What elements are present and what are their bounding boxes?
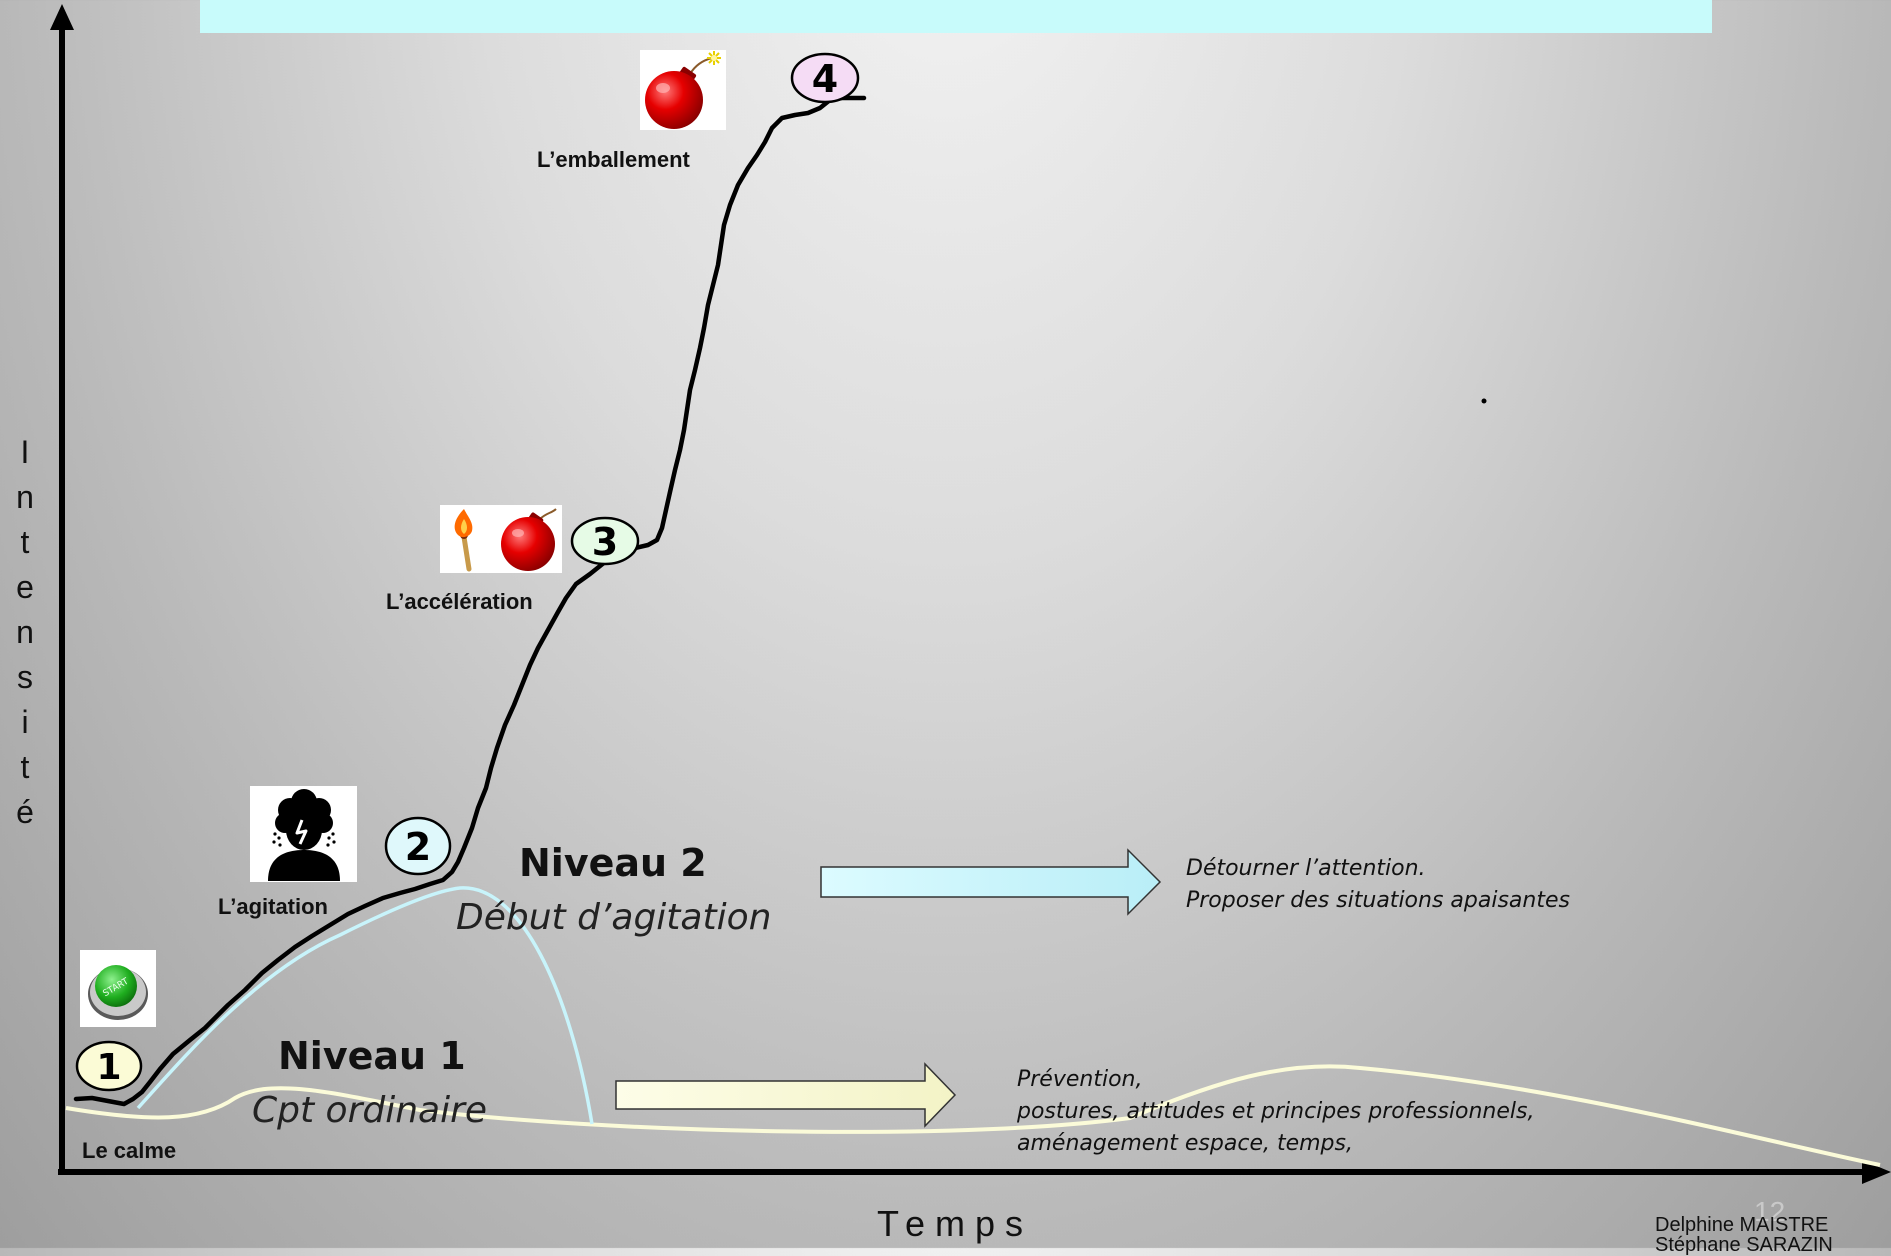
y-axis-label-letter: t [20,749,30,785]
escalation-curve [73,95,867,1107]
stage-4-circle [790,52,860,104]
stressed-person-icon [250,786,357,882]
level-1-subtitle: Cpt ordinaire [252,1090,488,1131]
level-1-title: Niveau 1 [278,1034,466,1078]
level-2-title: Niveau 2 [519,841,707,885]
y-axis-label-letter: é [16,794,34,830]
level-2-subtitle: Début d’agitation [456,897,772,938]
stage-1-number: 1 [96,1047,121,1088]
y-axis-label-letter: t [20,524,30,560]
y-axis-label-letter: e [16,569,34,605]
title-banner [200,0,1712,33]
level-2-arrow [820,848,1162,916]
stage-3-circle [570,516,640,566]
stage-3-number: 3 [592,520,618,564]
stage-2-circle [384,816,452,876]
level-2-notes: Détourner l’attention. Proposer des situ… [1186,853,1570,917]
x-axis-label: Temps [877,1203,1034,1244]
level-1-notes: Prévention, postures, attitudes et princ… [1017,1064,1534,1160]
stage-1-label: Le calme [82,1138,177,1163]
level-1-curve [65,1064,1881,1167]
level-1-note-line: aménagement espace, temps, [1017,1131,1353,1156]
author-credit: Delphine MAISTRE Stéphane SARAZIN [1655,1215,1833,1255]
stage-4-number: 4 [812,57,838,101]
level-2-curve [136,886,594,1125]
stray-dot [1481,398,1487,404]
y-axis-label-letter: I [20,434,30,470]
level-2-note-line: Détourner l’attention. [1186,856,1426,881]
level-1-note-line: postures, attitudes et principes profess… [1017,1099,1535,1124]
match-and-bomb-icon [440,505,562,573]
level-2-note-line: Proposer des situations apaisantes [1186,888,1570,913]
x-axis-arrowhead [1862,1160,1891,1184]
level-1-arrow [615,1062,957,1128]
author-name-1: Delphine MAISTRE [1655,1214,1829,1236]
level-1-note-line: Prévention, [1017,1067,1143,1092]
slide-number: 12 [1754,1196,1786,1227]
stage-3-label: L’accélération [386,589,533,614]
y-axis-label-letter: n [16,614,34,650]
author-name-2: Stéphane SARAZIN [1655,1234,1833,1256]
y-axis-label-letter: i [21,704,29,740]
stage-2-label: L’agitation [218,894,328,919]
y-axis-label-letter: n [16,479,34,515]
start-button-icon: START [80,950,156,1027]
stage-1-circle [75,1040,143,1092]
y-axis-arrowhead [50,4,74,30]
y-axis-label-letter: s [17,659,33,695]
stage-2-number: 2 [405,825,431,869]
bomb-icon [640,50,726,130]
stage-4-label: L’emballement [537,147,690,172]
